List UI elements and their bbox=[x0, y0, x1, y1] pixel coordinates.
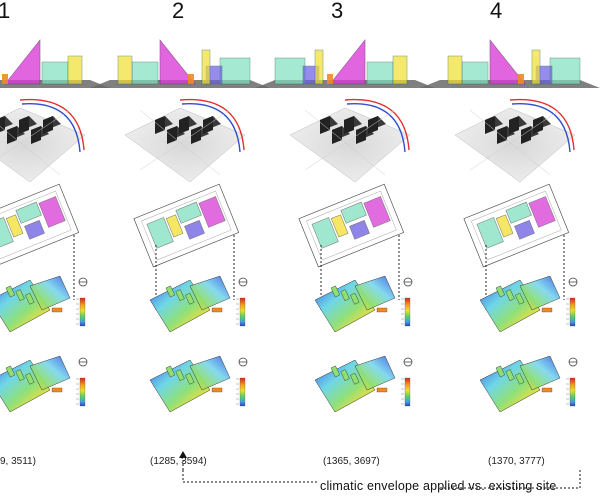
column-3 bbox=[255, 39, 435, 413]
column-4 bbox=[420, 39, 600, 413]
heatmap-2-1 bbox=[149, 275, 248, 333]
column-2 bbox=[90, 39, 270, 413]
heatmap-1-2 bbox=[0, 355, 88, 413]
column-number-2: 2 bbox=[172, 0, 185, 23]
column-number-3: 3 bbox=[331, 0, 344, 23]
heatmap-4-1 bbox=[479, 275, 578, 333]
column-coords-4: (1370, 3777) bbox=[488, 456, 545, 467]
shadow-study-2 bbox=[124, 98, 246, 183]
color-scale-bar bbox=[569, 377, 576, 407]
color-scale-bar bbox=[79, 377, 86, 407]
heatmap-4-2 bbox=[479, 355, 578, 413]
plan-diagram-4 bbox=[463, 183, 570, 268]
caption-arrow bbox=[179, 451, 581, 489]
plan-diagram-3 bbox=[298, 183, 405, 268]
massing-elevation-3 bbox=[255, 39, 435, 88]
column-number-1: 1 bbox=[0, 0, 11, 23]
color-scale-bar bbox=[569, 297, 576, 327]
massing-elevation-4 bbox=[420, 39, 600, 88]
shadow-study-1 bbox=[0, 98, 86, 183]
plan-diagram-1 bbox=[0, 183, 80, 268]
caption-text: climatic envelope applied vs. existing s… bbox=[320, 479, 557, 493]
column-number-4: 4 bbox=[490, 0, 503, 23]
shadow-study-4 bbox=[454, 98, 576, 183]
color-scale-bar bbox=[79, 297, 86, 327]
massing-elevation-1 bbox=[0, 39, 110, 88]
heatmap-1-1 bbox=[0, 275, 88, 333]
heatmap-2-2 bbox=[149, 355, 248, 413]
massing-elevation-2 bbox=[90, 39, 270, 88]
column-coords-1: 9, 3511) bbox=[0, 456, 36, 467]
heatmap-3-2 bbox=[314, 355, 413, 413]
color-scale-bar bbox=[404, 377, 411, 407]
column-coords-2: (1285, 3594) bbox=[150, 456, 207, 467]
shadow-study-3 bbox=[289, 98, 411, 183]
column-coords-3: (1365, 3697) bbox=[323, 456, 380, 467]
column-1 bbox=[0, 39, 110, 413]
plan-diagram-2 bbox=[133, 183, 240, 268]
color-scale-bar bbox=[239, 297, 246, 327]
color-scale-bar bbox=[404, 297, 411, 327]
heatmap-3-1 bbox=[314, 275, 413, 333]
color-scale-bar bbox=[239, 377, 246, 407]
